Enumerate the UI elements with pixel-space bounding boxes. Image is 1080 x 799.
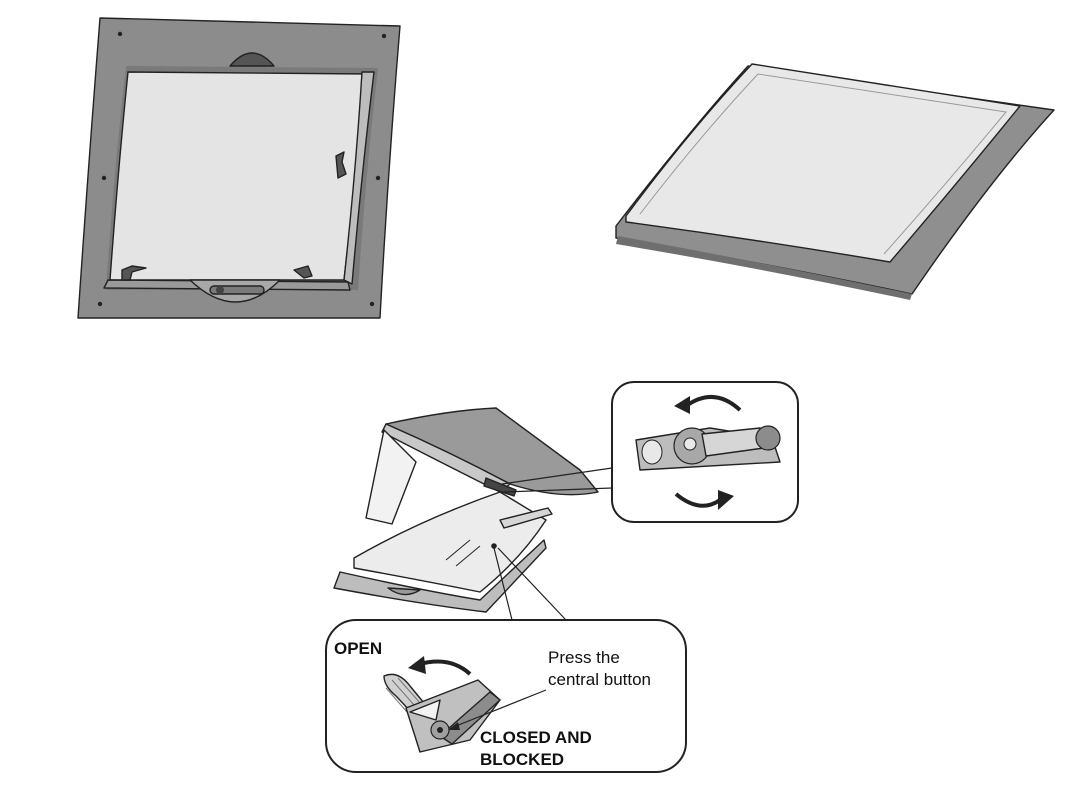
window-exterior-view-icon — [615, 63, 1055, 300]
callout-latch-icon: OPEN Press the central button CLOSED AND… — [325, 619, 687, 773]
window-frame-interior-view-icon — [77, 17, 401, 319]
closed-label-line-2: BLOCKED — [480, 750, 564, 769]
open-label: OPEN — [334, 639, 382, 658]
closed-label-line-1: CLOSED AND — [480, 728, 592, 747]
callout-handle-rotate-icon — [611, 381, 799, 523]
instruction-line-2: central button — [548, 670, 651, 689]
window-opening-view-icon — [333, 407, 613, 621]
instruction-line-1: Press the — [548, 648, 620, 667]
